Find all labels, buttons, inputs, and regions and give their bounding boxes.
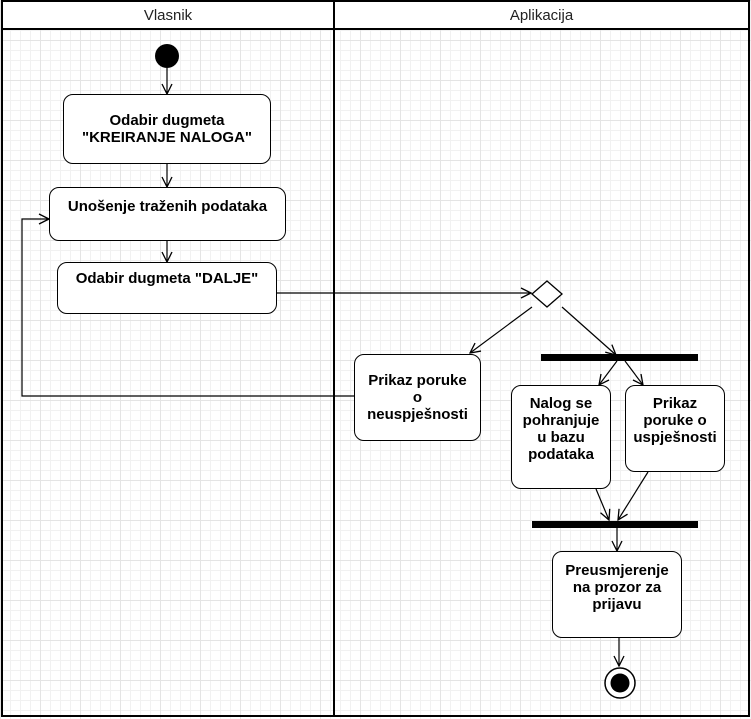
activity-save-account: Nalog se pohranjuje u bazu podataka <box>511 385 611 489</box>
flow-failure-loop-back <box>21 219 354 397</box>
activity-enter-data: Unošenje traženih podataka <box>49 187 286 241</box>
activity-select-next: Odabir dugmeta "DALJE" <box>57 262 277 314</box>
activity-success-message: Prikaz poruke o uspješnosti <box>625 385 725 472</box>
flow-decision-to-fork <box>561 306 616 355</box>
initial-node <box>155 44 179 68</box>
flow-fork-to-save <box>599 360 618 385</box>
swimlane-header-aplikacija: Aplikacija <box>335 2 748 30</box>
final-node-core <box>610 673 630 693</box>
join-bar <box>532 521 698 528</box>
swimlane-header-vlasnik: Vlasnik <box>3 2 333 30</box>
decision-node <box>531 280 563 308</box>
activity-redirect-login: Preusmjerenje na prozor za prijavu <box>552 551 682 638</box>
activity-failure-message: Prikaz poruke o neuspješnosti <box>354 354 481 441</box>
flow-success-to-join <box>618 471 649 520</box>
activity-select-create-account: Odabir dugmeta "KREIRANJE NALOGA" <box>63 94 271 164</box>
flow-fork-to-success <box>624 360 643 385</box>
swimlane-aplikacija: Aplikacija <box>333 0 750 717</box>
flow-save-to-join <box>595 488 609 520</box>
fork-bar <box>541 354 698 361</box>
flow-decision-to-failure <box>470 306 533 353</box>
